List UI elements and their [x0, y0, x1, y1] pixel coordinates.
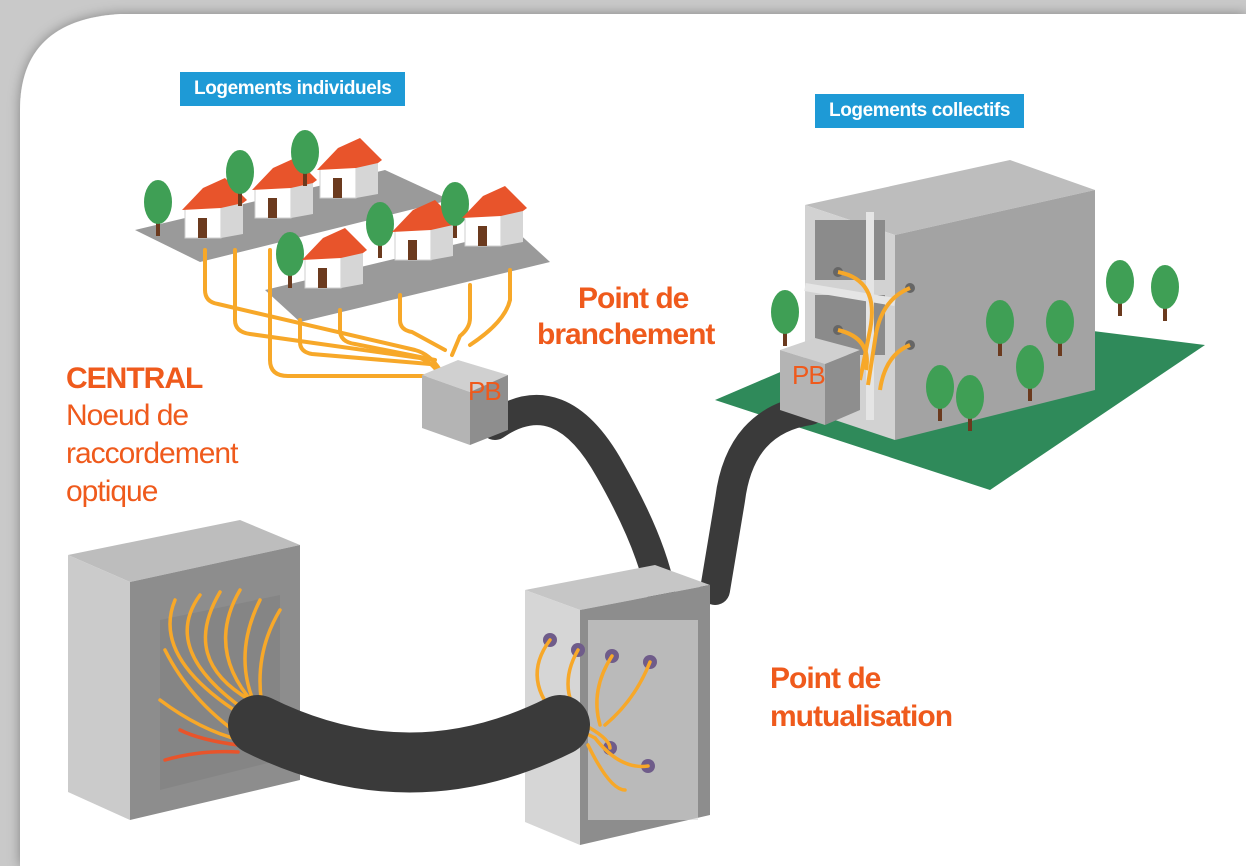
- pooling-point-label-line2: mutualisation: [770, 700, 953, 733]
- individual-housing-group: [135, 130, 550, 322]
- individual-housing-label: Logements individuels: [180, 72, 406, 106]
- building-icon: [805, 160, 1095, 235]
- collective-housing-label: Logements collectifs: [815, 94, 1024, 128]
- branch-point-box-right: [780, 338, 860, 425]
- box-icon: [780, 350, 825, 425]
- pooling-point-label-line1: Point de: [770, 662, 881, 695]
- branch-point-label-line1: Point de: [578, 282, 689, 315]
- branch-point-label-line2: branchement: [537, 318, 715, 351]
- pooling-point-box: [525, 565, 710, 845]
- cable-icon: [228, 695, 590, 793]
- branch-point-box-left: [422, 360, 508, 445]
- cable-icon: [480, 395, 825, 605]
- central-title: CENTRAL: [66, 362, 203, 395]
- platform-front: [265, 230, 550, 322]
- central-node-box: [68, 520, 300, 820]
- central-label-line3: optique: [66, 475, 158, 508]
- central-label-line2: raccordement: [66, 437, 238, 470]
- drop-fibers-individual: [203, 248, 512, 378]
- pb-label-right: PB: [792, 360, 826, 390]
- pb-label-left: PB: [468, 376, 502, 406]
- box-icon: [422, 375, 470, 445]
- central-label-line1: Noeud de: [66, 399, 189, 432]
